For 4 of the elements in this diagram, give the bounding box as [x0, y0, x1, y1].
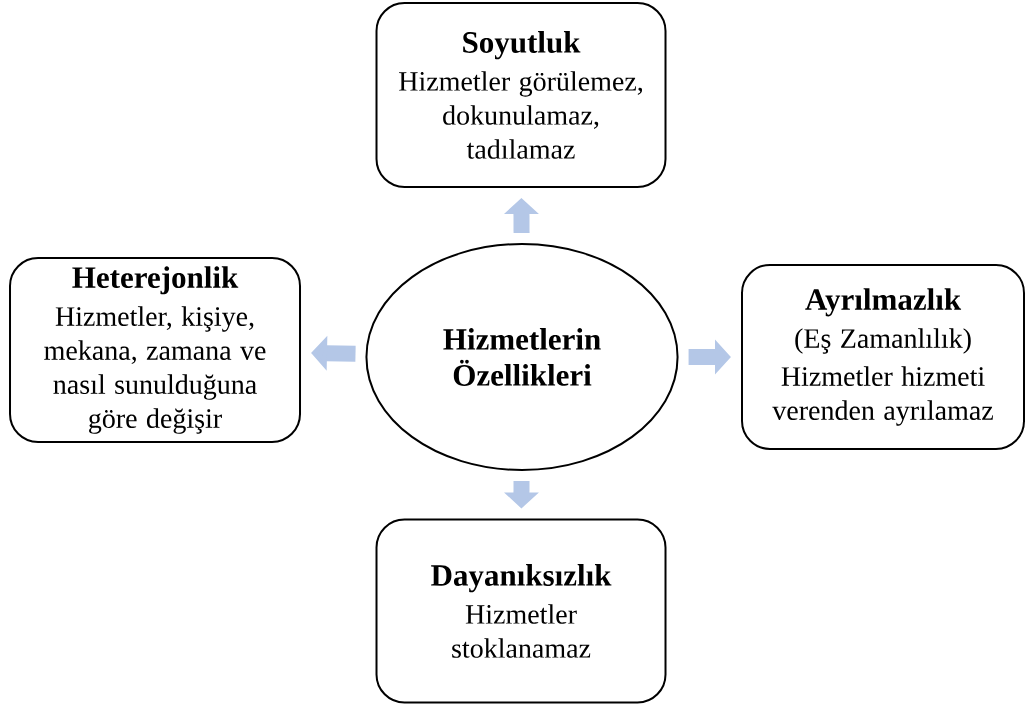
rounded-box: Soyutluk Hizmetler görülemez, dokunulamaz, tadılamaz — [375, 2, 667, 188]
rounded-box: Ayrılmazlık (Eş Zamanlılık) Hizmetler hizmeti verenden ayrılamaz — [741, 264, 1025, 450]
rounded-box: Dayanıksızlık Hizmetler stoklanamaz — [375, 518, 667, 704]
rounded-box: Heterejonlik Hizmetler, kişiye, mekana, zamana ve nasıl sunulduğuna göre değişir — [9, 257, 301, 443]
